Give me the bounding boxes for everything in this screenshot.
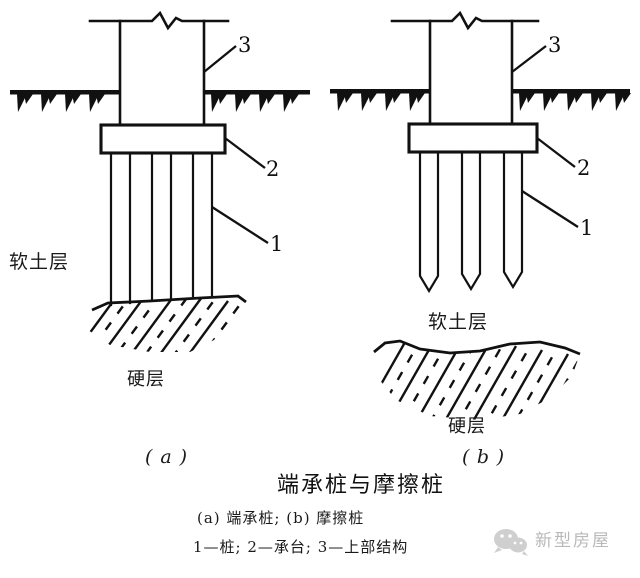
soft-soil-label-b: 软土层 bbox=[428, 311, 488, 333]
sub-label-a: (a) bbox=[145, 446, 187, 468]
sub-label-b: (b) bbox=[462, 446, 504, 468]
callout-3-a: 3 bbox=[203, 33, 251, 73]
caption-subtitle: (a) 端承桩; (b) 摩擦桩 bbox=[197, 509, 364, 527]
callout-3-a-label: 3 bbox=[238, 33, 251, 57]
hard-layer-a bbox=[88, 294, 247, 352]
hard-layer-b bbox=[373, 339, 581, 420]
callout-1-a-label: 1 bbox=[270, 232, 283, 256]
pile-cap-b bbox=[407, 122, 539, 154]
break-line-b bbox=[390, 10, 540, 31]
caption-title: 端承桩与摩擦桩 bbox=[277, 473, 445, 498]
pile-cap-a bbox=[99, 123, 227, 155]
figure-caption: 端承桩与摩擦桩 (a) 端承桩; (b) 摩擦桩 1—桩; 2—承台; 3—上部… bbox=[193, 473, 445, 556]
callout-3-b-label: 3 bbox=[548, 33, 561, 57]
callout-1-a: 1 bbox=[211, 206, 283, 256]
callout-2-a: 2 bbox=[224, 137, 279, 181]
break-line-a bbox=[88, 10, 230, 31]
callout-3-b: 3 bbox=[511, 33, 561, 73]
hard-layer-label-a: 硬层 bbox=[127, 369, 165, 390]
superstructure-a bbox=[88, 10, 230, 127]
callout-2-a-label: 2 bbox=[266, 157, 279, 181]
wechat-icon bbox=[494, 529, 528, 556]
panel-b: 软土层 bbox=[330, 10, 631, 468]
callout-1-b: 1 bbox=[521, 190, 593, 240]
watermark-text: 新型房屋 bbox=[535, 531, 611, 551]
hard-layer-label-b: 硬层 bbox=[448, 416, 486, 437]
soft-soil-label-a: 软土层 bbox=[9, 251, 69, 273]
superstructure-b bbox=[390, 10, 540, 126]
callout-2-b: 2 bbox=[536, 137, 590, 180]
caption-legend: 1—桩; 2—承台; 3—上部结构 bbox=[193, 538, 408, 556]
piles-b bbox=[418, 150, 524, 294]
watermark: 新型房屋 bbox=[494, 529, 611, 556]
callout-1-b-label: 1 bbox=[580, 216, 593, 240]
panel-a: 3 2 1 软土层 硬层 (a) bbox=[9, 10, 310, 468]
callout-2-b-label: 2 bbox=[577, 156, 590, 180]
piles-a bbox=[109, 151, 214, 307]
ground-line-a bbox=[10, 90, 310, 112]
ground-line-b bbox=[330, 89, 631, 111]
